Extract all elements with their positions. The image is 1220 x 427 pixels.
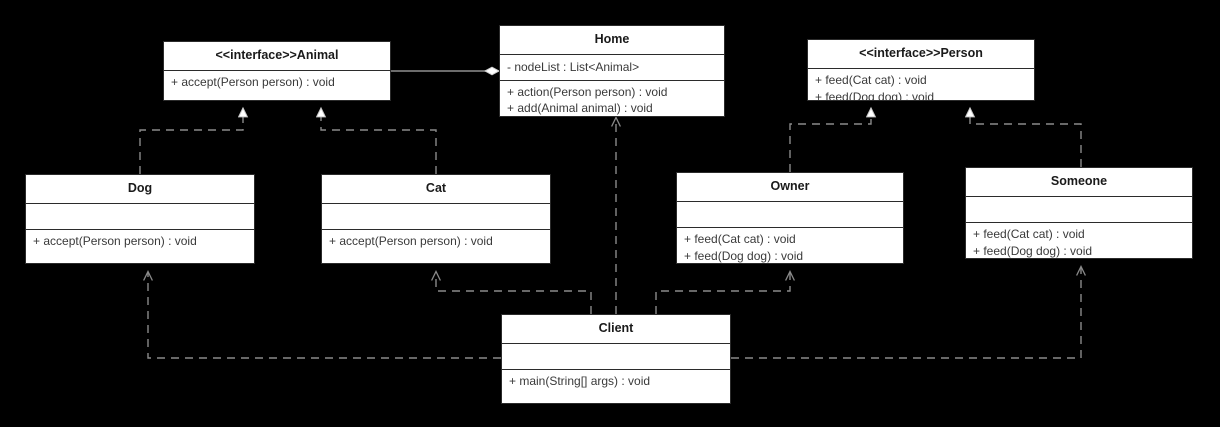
class-name-home: Home [500,26,724,55]
class-name-animal: <<interface>>Animal [164,42,390,71]
class-name-someone: Someone [966,168,1192,197]
class-box-owner[interactable]: Owner + feed(Cat cat) : void + feed(Dog … [676,172,904,264]
class-methods-someone: + feed(Cat cat) : void + feed(Dog dog) :… [966,223,1192,258]
member-row: + action(Person person) : void [507,84,668,99]
member-row: + feed(Cat cat) : void [684,232,796,246]
class-attributes-home: - nodeList : List<Animal> [500,55,724,81]
class-methods-cat: + accept(Person person) : void [322,230,550,254]
edge-cat-animal [321,108,437,174]
class-attributes-cat [322,204,550,230]
class-methods-animal: + accept(Person person) : void [164,71,390,95]
class-box-home[interactable]: Home - nodeList : List<Animal> + action(… [499,25,725,117]
class-name-client: Client [502,315,730,344]
class-name-person: <<interface>>Person [808,40,1034,69]
class-box-dog[interactable]: Dog + accept(Person person) : void [25,174,255,264]
class-methods-dog: + accept(Person person) : void [26,230,254,254]
class-methods-client: + main(String[] args) : void [502,370,730,394]
edge-owner-person [789,108,871,172]
member-row: + feed(Dog dog) : void [973,243,1093,258]
class-attributes-client [502,344,730,370]
class-box-someone[interactable]: Someone + feed(Cat cat) : void + feed(Do… [965,167,1193,259]
edge-dog-animal [139,108,243,174]
edge-client-owner [655,270,795,314]
member-row: + accept(Person person) : void [171,75,335,89]
class-box-animal[interactable]: <<interface>>Animal + accept(Person pers… [163,41,391,101]
member-row: + feed(Cat cat) : void [973,227,1085,241]
member-row: + feed(Cat cat) : void [815,73,927,87]
class-attributes-dog [26,204,254,230]
class-box-client[interactable]: Client + main(String[] args) : void [501,314,731,404]
class-name-owner: Owner [677,173,903,202]
class-methods-person: + feed(Cat cat) : void + feed(Dog dog) :… [808,69,1034,101]
class-methods-home: + action(Person person) : void + add(Ani… [500,81,724,117]
member-row: + accept(Person person) : void [33,234,197,248]
class-box-person[interactable]: <<interface>>Person + feed(Cat cat) : vo… [807,39,1035,101]
member-row: + feed(Dog dog) : void [815,89,935,101]
member-row: - nodeList : List<Animal> [507,60,640,74]
class-methods-owner: + feed(Cat cat) : void + feed(Dog dog) :… [677,228,903,263]
member-row: + main(String[] args) : void [509,374,651,388]
edge-client-someone [731,265,1086,359]
member-row: + accept(Person person) : void [329,234,493,248]
member-row: + add(Animal animal) : void [507,101,653,115]
edge-someone-person [970,108,1082,167]
class-attributes-owner [677,202,903,228]
class-attributes-someone [966,197,1192,223]
edge-client-dog [143,270,501,359]
class-name-cat: Cat [322,175,550,204]
class-name-dog: Dog [26,175,254,204]
class-box-cat[interactable]: Cat + accept(Person person) : void [321,174,551,264]
member-row: + feed(Dog dog) : void [684,248,804,263]
edge-client-cat [431,270,592,314]
